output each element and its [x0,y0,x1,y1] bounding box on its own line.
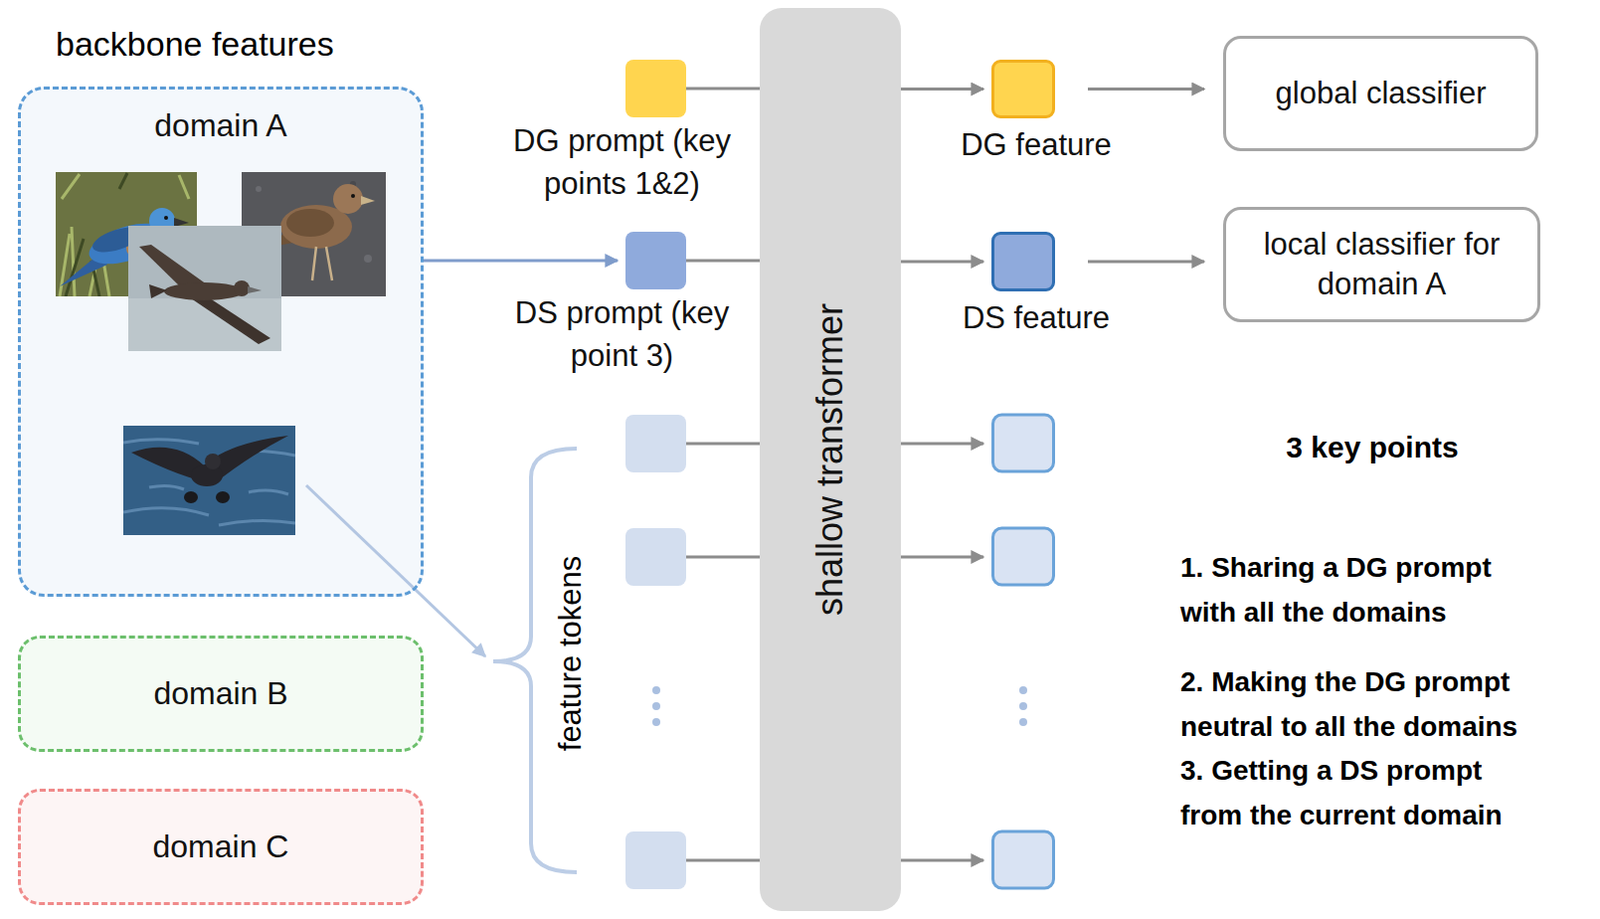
art-shape [625,414,687,473]
connector-arrow [423,259,618,263]
art-shape [686,442,760,446]
art-shape [686,859,760,863]
prompt-token-label: DS prompt (key point 3) [498,291,747,378]
domain-box-label: domain A [20,105,421,146]
art-shape [1019,702,1028,711]
art-shape [900,555,984,559]
feature-token-label: DS feature [926,296,1146,340]
art-shape [993,831,1055,889]
domain-box: domain A [17,86,424,597]
prompt-token: DG prompt (key points 1&2) [625,59,687,118]
annotation-label: 1. Sharing a DG prompt with all the doma… [1180,544,1531,635]
art-shape [993,414,1055,472]
annotation-label: feature tokens [552,555,589,751]
bird-photo [123,425,296,535]
art-shape [183,491,198,504]
art-shape [123,425,296,535]
art-shape [164,282,244,301]
art-shape [1019,717,1028,726]
prompt-token: DS prompt (key point 3) [625,231,687,290]
art-shape [900,859,984,863]
art-shape [625,831,687,889]
label-holder: 1. Sharing a DG prompt with all the doma… [1180,544,1531,635]
art-shape [286,208,335,237]
classifier-box: global classifier [1223,35,1539,152]
domain-fill [17,635,424,752]
feature-token-label: DG feature [926,123,1146,167]
leader-arrow [306,485,486,657]
feature-token: DG feature [991,59,1056,119]
label-holder: 3. Getting a DS prompt from the current … [1180,747,1531,838]
art-shape [625,528,687,586]
domain-fill [17,86,424,597]
art-shape [993,528,1055,585]
label-holder: backbone features [55,21,335,66]
art-shape [1019,686,1028,695]
art-shape [190,294,271,345]
art-shape [247,286,262,294]
domain-box-label: domain B [139,673,302,715]
art-shape [652,717,661,726]
annotation-label: 3 key points [1285,427,1458,467]
transformer-block-label: shallow transformer [809,303,852,616]
art-shape [164,215,169,220]
art-shape [149,284,168,299]
art-shape [215,491,230,504]
connector-arrow [686,259,760,263]
art-shape [174,217,189,227]
art-shape [652,702,661,711]
art-shape [900,442,984,446]
art-shape [363,254,372,263]
annotation-label: backbone features [55,21,335,66]
art-shape [255,185,262,192]
art-shape [333,183,363,214]
bird-photo [128,225,282,352]
transformer-block: shallow transformer [759,7,901,911]
art-shape [351,193,356,198]
annotation-label: 3. Getting a DS prompt from the current … [1180,747,1531,838]
domain-fill [17,788,424,905]
domain-box: domain B [17,635,424,752]
connector-arrow [686,87,760,91]
annotation-label: 2. Making the DG prompt neutral to all t… [1180,659,1531,749]
connector-arrow [900,87,984,91]
art-shape [652,686,661,695]
art-shape [686,555,760,559]
label-holder: 2. Making the DG prompt neutral to all t… [1180,659,1531,749]
domain-box: domain C [17,788,424,905]
feature-token: DS feature [991,231,1056,292]
connector-arrow [1087,260,1205,264]
connector-arrow [1087,87,1205,91]
domain-box-label: domain C [139,826,304,869]
prompt-token-label: DG prompt (key points 1&2) [498,119,747,206]
classifier-box: local classifier for domain A [1223,206,1541,323]
classifier-box-label: global classifier [1261,73,1501,114]
art-shape [128,225,282,352]
art-shape [312,246,333,281]
art-shape [204,453,221,470]
art-shape [360,195,375,205]
classifier-box-label: local classifier for domain A [1226,224,1538,306]
art-shape [190,464,223,487]
connector-arrow [900,260,984,264]
art-shape [233,280,250,297]
